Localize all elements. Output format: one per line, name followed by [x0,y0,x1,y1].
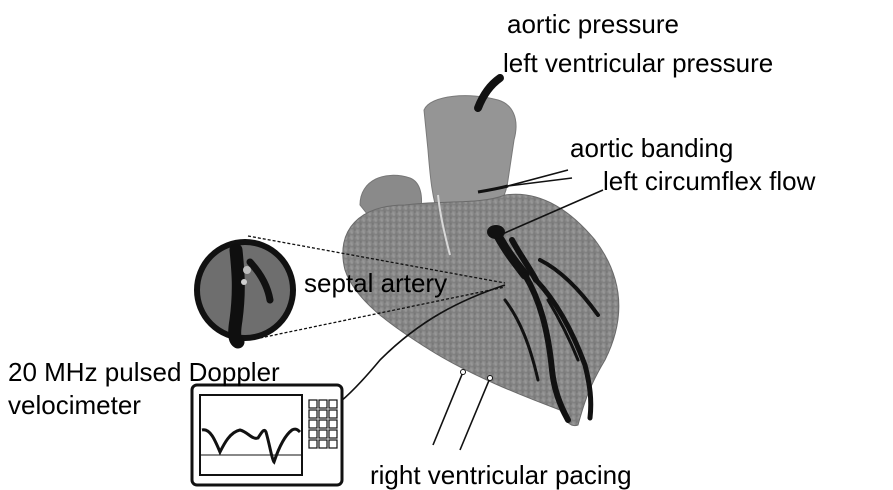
label-doppler-line-1: 20 MHz pulsed Doppler [8,357,280,387]
ventricles [343,194,619,425]
pacing-electrode-2 [488,376,493,381]
label-aortic-pressure: aortic pressure [507,9,679,39]
septal-artery-inset [197,242,293,342]
label-aortic-banding: aortic banding [570,133,733,163]
label-right-ventricular-pacing: right ventricular pacing [370,460,632,490]
label-left-circumflex-flow: left circumflex flow [603,166,816,196]
keypad-buttons [309,400,337,448]
label-doppler-line-2: velocimeter [8,390,141,420]
label-septal-artery: septal artery [304,268,447,298]
label-left-ventricular-pressure: left ventricular pressure [503,48,773,78]
pacing-electrode-1 [461,370,466,375]
doppler-monitor [192,385,342,485]
circumflex-flow-probe [487,225,505,239]
